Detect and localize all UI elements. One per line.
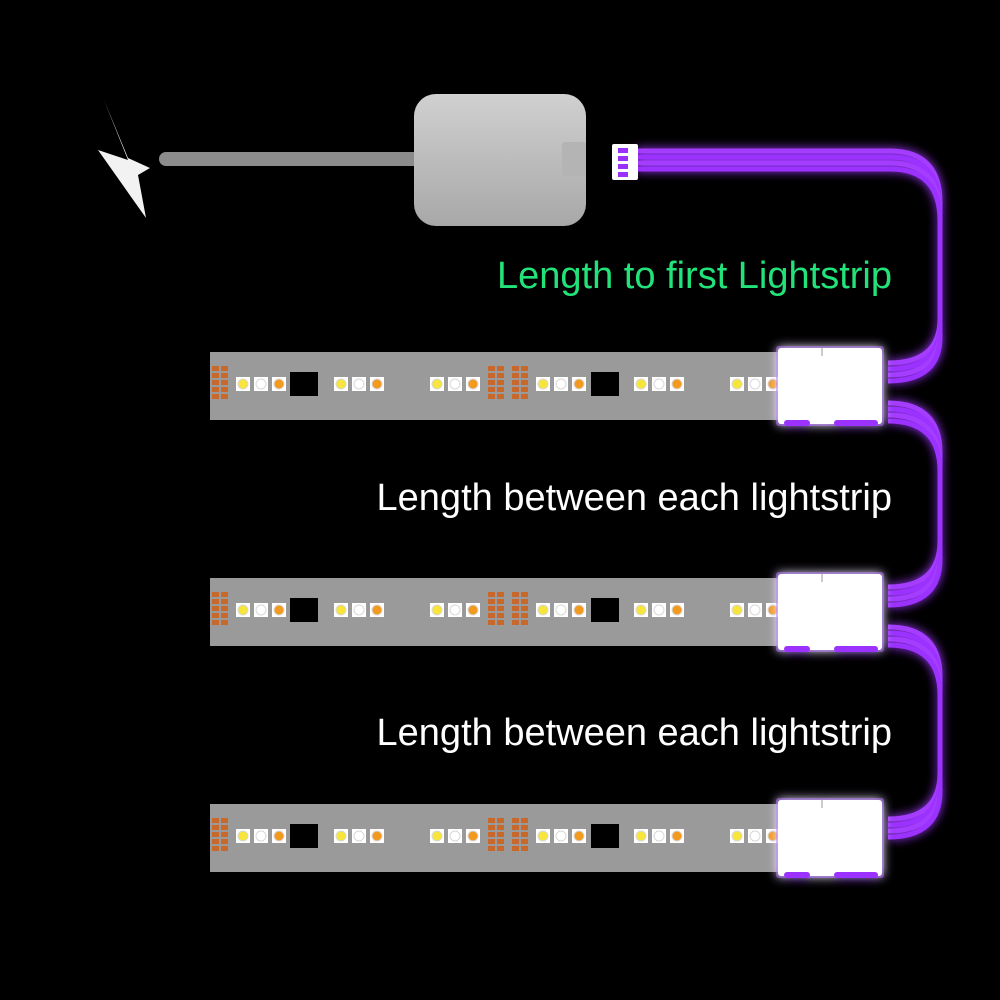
wire-strip-1-to-strip-2 bbox=[887, 400, 943, 608]
strip-connector-2 bbox=[776, 572, 884, 652]
strip-connector-3 bbox=[776, 798, 884, 878]
label-between-lightstrip-1: Length between each lightstrip bbox=[377, 477, 892, 519]
wire-strip-2-to-strip-3 bbox=[887, 624, 943, 840]
lightstrip-1 bbox=[210, 346, 884, 426]
label-first-lightstrip: Length to first Lightstrip bbox=[497, 255, 892, 297]
wire-controller-to-strip-1 bbox=[636, 148, 943, 384]
lightstrip-3 bbox=[210, 798, 884, 878]
wire-bundles bbox=[636, 148, 943, 840]
controller-box bbox=[414, 94, 586, 226]
label-between-lightstrip-2: Length between each lightstrip bbox=[377, 712, 892, 754]
lightstrips bbox=[210, 346, 884, 878]
strip-connector-1 bbox=[776, 346, 884, 426]
lightstrip-2 bbox=[210, 572, 884, 652]
jst-plug-icon bbox=[612, 144, 638, 180]
lightning-bolt-icon bbox=[98, 100, 150, 218]
